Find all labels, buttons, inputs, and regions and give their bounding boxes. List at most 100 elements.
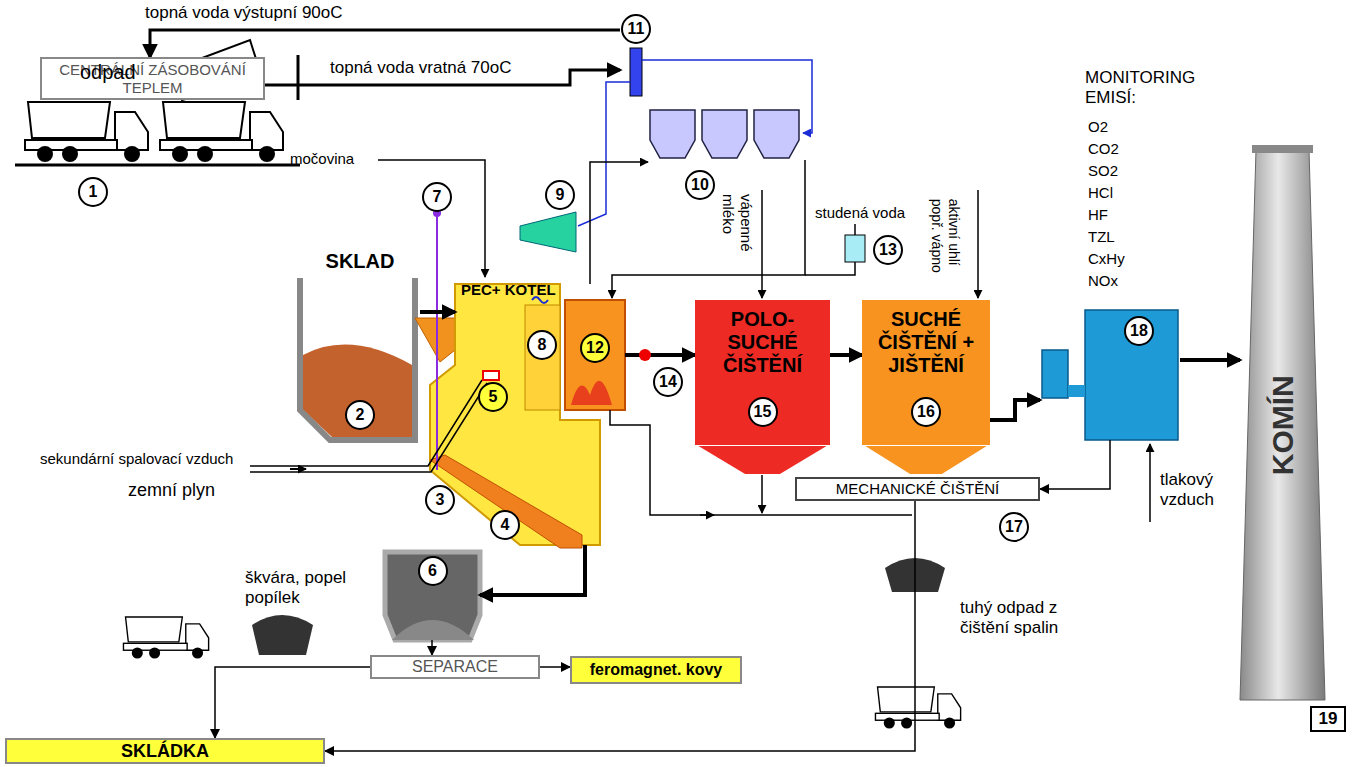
callout-number: 15 (748, 397, 778, 427)
annotation-text: CO2 (1088, 140, 1119, 158)
flow-arrow (480, 545, 585, 595)
callout-number: 11 (621, 14, 651, 44)
callout-number: 17 (999, 512, 1029, 542)
furnace-boiler: PEC+ KOTEL (455, 280, 625, 545)
node-label: POLO-SUCHÉ ČIŠTĚNÍ (699, 308, 826, 377)
waste-pile (303, 345, 412, 437)
chimney-shape (1240, 150, 1325, 700)
annotation-text: studená voda (815, 204, 905, 222)
separation-box: SEPARACE (370, 655, 540, 679)
bunker-wall (297, 55, 300, 100)
chimney: KOMÍN (1240, 150, 1325, 700)
annotation-text: NOx (1088, 272, 1118, 290)
chimney-rim (1252, 145, 1313, 153)
dry-scrubber: SUCHÉ ČIŠTĚNÍ + JIŠTĚNÍ 16 (862, 300, 990, 445)
callout-number: 7 (422, 182, 452, 212)
node-label: feromagnet. kovy (590, 661, 722, 679)
ferrous-metals-box: feromagnet. kovy (570, 656, 742, 684)
condenser (650, 110, 695, 158)
flow-arrow (1180, 358, 1240, 362)
annotation-text: HCl (1088, 184, 1113, 202)
return-line (612, 160, 805, 298)
annotation-text: škvára, popel popílek (245, 568, 375, 609)
annotation-text: sekundární spalovací vzduch (40, 450, 233, 468)
measure-point (639, 349, 651, 361)
air-line (250, 380, 482, 466)
filter-inlet (1042, 350, 1068, 398)
flow-arrow (625, 353, 695, 357)
callout-number: 10 (685, 170, 715, 200)
ash-bin: 6 (385, 550, 480, 640)
annotation-text: tuhý odpad z čištění spalin (960, 598, 1110, 639)
flow-arrow (325, 501, 915, 751)
scrubber-hopper (862, 445, 990, 475)
landfill-box: SKLÁDKA (5, 738, 325, 764)
furnace-section (525, 305, 560, 410)
condenser (702, 110, 747, 158)
annotation-text: SO2 (1088, 162, 1118, 180)
filter-body (1085, 310, 1178, 440)
callout-number: 2 (345, 400, 375, 430)
air-arrow (290, 468, 306, 470)
node-label: MECHANICKÉ ČIŠTĚNÍ (836, 480, 999, 497)
fabric-filter: 18 (1040, 310, 1180, 440)
annotation-text: odpad (80, 60, 136, 84)
ash-pile (392, 620, 474, 640)
callout-number: 16 (911, 397, 941, 427)
cold-water-line (854, 224, 856, 235)
callout-number: 5 (478, 382, 508, 412)
bunker-outline (300, 278, 415, 440)
truck-icon (25, 102, 148, 162)
residue-arrow (700, 514, 714, 516)
callout-number: 1 (78, 177, 108, 207)
burner-line (436, 213, 438, 470)
flow-arrow (990, 400, 1040, 420)
scrubber-hopper (695, 445, 830, 475)
node-label: PEC+ KOTEL (461, 281, 556, 298)
steam-line (590, 162, 648, 284)
heat-supply-box: CENTRÁLNÍ ZÁSOBOVÁNÍ TEPLEM (40, 57, 265, 100)
annotation-text: zemní plyn (128, 480, 215, 502)
callout-number: 14 (653, 367, 683, 397)
annotation-text: tlakový vzduch (1160, 470, 1240, 511)
node-label: CENTRÁLNÍ ZÁSOBOVÁNÍ TEPLEM (46, 61, 259, 96)
annotation-text: CxHy (1088, 250, 1125, 268)
mechanical-cleaning-box: MECHANICKÉ ČIŠTĚNÍ (795, 477, 1040, 501)
gas-line (250, 383, 487, 472)
burner (483, 371, 499, 380)
annotation-text: močovina (290, 150, 354, 168)
condenser (754, 110, 799, 158)
truck-icon (123, 617, 208, 659)
semi-dry-scrubber: POLO-SUCHÉ ČIŠTĚNÍ 15 (695, 300, 830, 445)
lime-line (761, 190, 763, 298)
callout-number: 4 (490, 510, 520, 540)
annotation-text: HF (1088, 206, 1108, 224)
flow-label: topná voda vratná 70oC (330, 58, 511, 78)
truck-icon (875, 687, 960, 729)
turbine (520, 212, 576, 252)
node-label: SEPARACE (412, 658, 498, 676)
callout-number: 12 (580, 333, 610, 363)
cold-water-line (805, 262, 855, 275)
node-label: SKLÁDKA (121, 741, 209, 762)
ground-line (15, 164, 300, 167)
flame (571, 381, 612, 405)
residue-line (761, 475, 763, 513)
boiler (565, 300, 625, 410)
truck-icon (160, 102, 283, 162)
callout-number: 13 (873, 235, 903, 265)
flow-arrow (1040, 440, 1110, 489)
annotation-text: MONITORING EMISÍ: (1085, 68, 1225, 109)
flow-arrow (540, 666, 570, 668)
callout-number: 6 (418, 556, 448, 586)
carbon-line (977, 190, 979, 298)
filter-neck (1068, 385, 1085, 397)
node-label: SUCHÉ ČIŠTĚNÍ + JIŠTĚNÍ (866, 308, 986, 377)
annotation-text: vápenné mléko (719, 194, 755, 264)
flow-label: topná voda výstupní 90oC (145, 3, 343, 23)
callout-number: 19 (1310, 706, 1346, 732)
callout-number: 3 (425, 485, 455, 515)
flow-arrow (150, 30, 620, 57)
callout-number: 8 (527, 330, 557, 360)
node-label: SKLAD (326, 250, 395, 273)
